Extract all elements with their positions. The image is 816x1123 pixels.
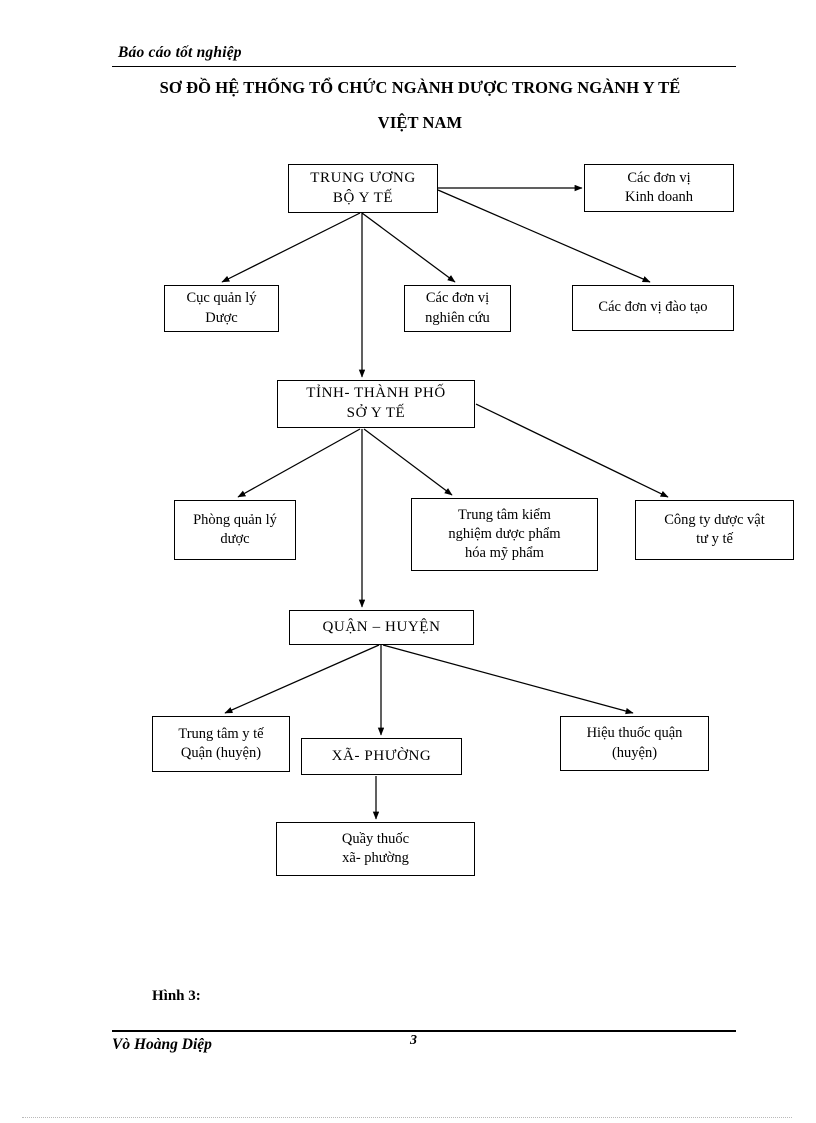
node-quay-thuoc-xa-phuong[interactable]: Quầy thuốc xã- phường <box>276 822 475 876</box>
page-title: SƠ ĐỒ HỆ THỐNG TỔ CHỨC NGÀNH DƯỢC TRONG … <box>90 76 750 136</box>
node-don-vi-dao-tao[interactable]: Các đơn vị đào tạo <box>572 285 734 331</box>
running-header: Báo cáo tốt nghiệp <box>118 44 242 61</box>
node-cong-ty-line2: tư y tế <box>696 531 733 547</box>
scan-artifact-line <box>22 1117 792 1119</box>
node-xa-phuong[interactable]: XÃ- PHƯỜNG <box>301 738 462 775</box>
node-trung-uong[interactable]: TRUNG ƯƠNG BỘ Y TẾ <box>288 164 438 213</box>
node-tinh-line1: TỈNH- THÀNH PHỐ <box>306 385 446 402</box>
page-title-line2: VIỆT NAM <box>377 112 463 132</box>
node-tinh-thanh-pho[interactable]: TỈNH- THÀNH PHỐ SỞ Y TẾ <box>277 380 475 428</box>
node-nghien-cuu-line2: nghiên cứu <box>425 309 490 326</box>
header-rule <box>112 66 736 67</box>
node-ttyt-line1: Trung tâm y tế <box>178 725 264 742</box>
figure-caption: Hình 3: <box>152 988 201 1004</box>
node-quan-huyen[interactable]: QUẬN – HUYỆN <box>289 610 474 645</box>
node-dao-tao-label: Các đơn vị đào tạo <box>598 299 708 316</box>
node-nghien-cuu-line1: Các đơn vị <box>425 290 490 307</box>
node-cong-ty-line1: Công ty dược vật <box>664 511 765 528</box>
node-quay-thuoc-line2: xã- phường <box>342 850 409 866</box>
node-trung-tam-kiem-nghiem[interactable]: Trung tâm kiểm nghiệm dược phẩm hóa mỹ p… <box>411 498 598 571</box>
footer-author: Vò Hoàng Diệp <box>112 1036 212 1053</box>
node-trung-tam-y-te-quan[interactable]: Trung tâm y tế Quận (huyện) <box>152 716 290 772</box>
node-hieu-thuoc-line1: Hiệu thuốc quận <box>586 725 683 742</box>
node-quay-thuoc-line1: Quầy thuốc <box>341 830 410 847</box>
node-phong-quan-ly-line1: Phòng quản lý <box>193 511 277 528</box>
org-chart-diagram: TRUNG ƯƠNG BỘ Y TẾ Các đơn vị Kinh doanh… <box>152 164 794 876</box>
node-quan-huyen-label: QUẬN – HUYỆN <box>322 618 441 635</box>
node-kinh-doanh-line2: Kinh doanh <box>624 189 694 205</box>
node-cac-don-vi-kinh-doanh[interactable]: Các đơn vị Kinh doanh <box>584 164 734 212</box>
node-kiem-nghiem-line2: nghiệm dược phẩm <box>448 525 561 542</box>
node-hieu-thuoc-line2: (huyện) <box>611 744 658 761</box>
node-phong-quan-ly-line2: dược <box>220 531 250 547</box>
node-kiem-nghiem-line3: hóa mỹ phẩm <box>465 545 544 562</box>
node-ttyt-line2: Quận (huyện) <box>180 745 262 761</box>
connector-lines <box>221 184 669 820</box>
node-cong-ty-duoc-vat-tu[interactable]: Công ty dược vật tư y tế <box>635 500 794 560</box>
node-don-vi-nghien-cuu[interactable]: Các đơn vị nghiên cứu <box>404 285 511 332</box>
node-cuc-quan-ly-line2: Dược <box>205 309 238 326</box>
node-cuc-quan-ly-line1: Cục quản lý <box>186 290 257 307</box>
node-kinh-doanh-line1: Các đơn vị <box>627 169 691 186</box>
node-trung-uong-line2: BỘ Y TẾ <box>332 189 394 206</box>
node-tinh-line2: SỞ Y TẾ <box>346 405 406 421</box>
node-phong-quan-ly-duoc[interactable]: Phòng quản lý dược <box>174 500 296 560</box>
node-hieu-thuoc-quan[interactable]: Hiệu thuốc quận (huyện) <box>560 716 709 771</box>
node-trung-uong-line1: TRUNG ƯƠNG <box>310 169 416 186</box>
node-xa-phuong-label: XÃ- PHƯỜNG <box>331 747 432 764</box>
footer-rule <box>112 1030 736 1032</box>
node-kiem-nghiem-line1: Trung tâm kiểm <box>458 506 551 523</box>
node-cuc-quan-ly-duoc[interactable]: Cục quản lý Dược <box>164 285 279 332</box>
page-title-line1: SƠ ĐỒ HỆ THỐNG TỔ CHỨC NGÀNH DƯỢC TRONG … <box>159 78 681 97</box>
page-number: 3 <box>410 1033 417 1048</box>
